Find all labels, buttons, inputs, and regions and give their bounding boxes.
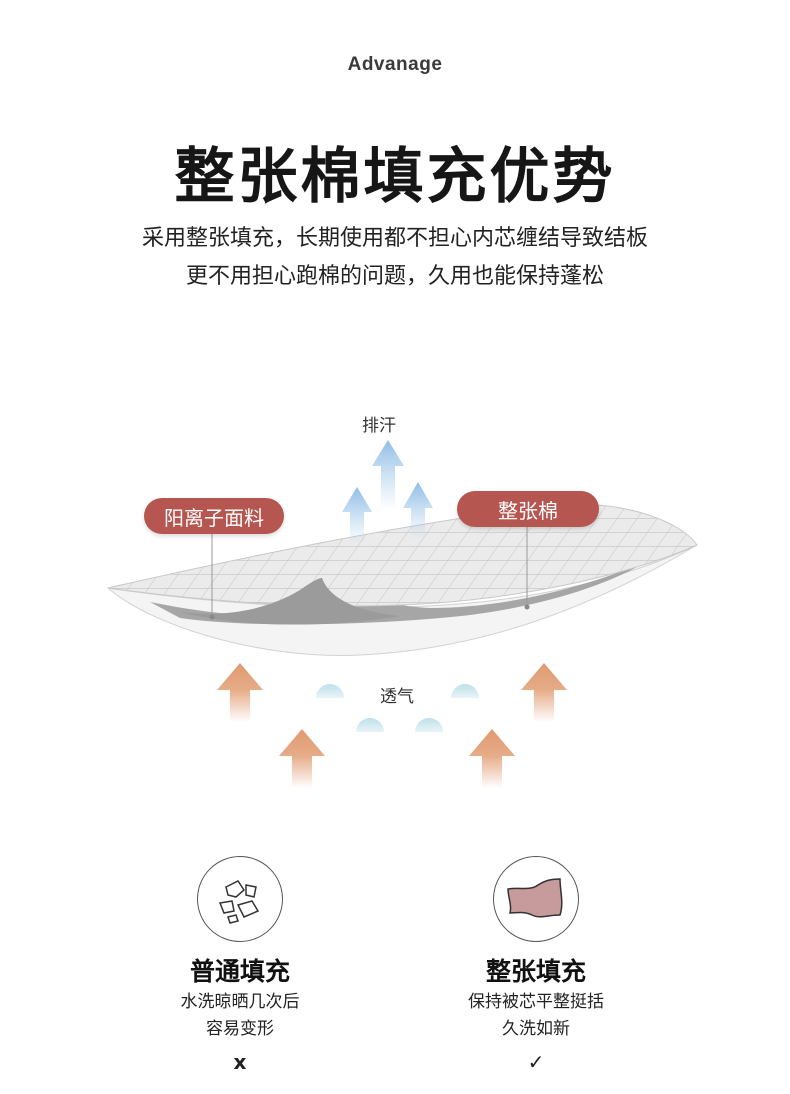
whole-sheet-icon (493, 856, 579, 942)
cross-mark-icon: x (233, 1050, 247, 1074)
air-bubbles (316, 684, 479, 732)
feature-title: 普通填充 (189, 957, 290, 986)
subtitle-line-2: 更不用担心跑棉的问题，久用也能保持蓬松 (185, 264, 604, 289)
breath-arrows (217, 663, 567, 788)
quilt-peeled-corner (180, 578, 400, 625)
feature-desc-line-2: 久洗如新 (502, 1019, 570, 1039)
pill-fabric: 阳离子面料 (144, 498, 284, 534)
pill-whole-cotton: 整张棉 (457, 491, 599, 527)
label-sweat: 排汗 (362, 416, 396, 436)
page-title: 整张棉填充优势 (174, 142, 616, 212)
sweat-arrows (342, 440, 433, 545)
eyebrow-label: Advanage (347, 54, 443, 75)
quilt-illustration (106, 440, 698, 788)
feature-desc-line-1: 水洗晾晒几次后 (180, 992, 300, 1012)
feature-desc-line-1: 保持被芯平整挺括 (468, 992, 604, 1012)
feature-whole-filling: 整张填充 保持被芯平整挺括 久洗如新 ✓ (416, 856, 656, 1076)
label-breathable: 透气 (380, 687, 414, 707)
quilt-filling-layer (150, 560, 650, 625)
feature-title: 整张填充 (485, 957, 586, 986)
check-mark-icon: ✓ (527, 1050, 545, 1074)
feature-desc-line-2: 容易变形 (206, 1019, 274, 1039)
feature-regular-filling: 普通填充 水洗晾晒几次后 容易变形 x (120, 856, 360, 1076)
broken-filling-icon (197, 856, 283, 942)
subtitle-line-1: 采用整张填充，长期使用都不担心内芯缠结导致结板 (141, 226, 648, 251)
